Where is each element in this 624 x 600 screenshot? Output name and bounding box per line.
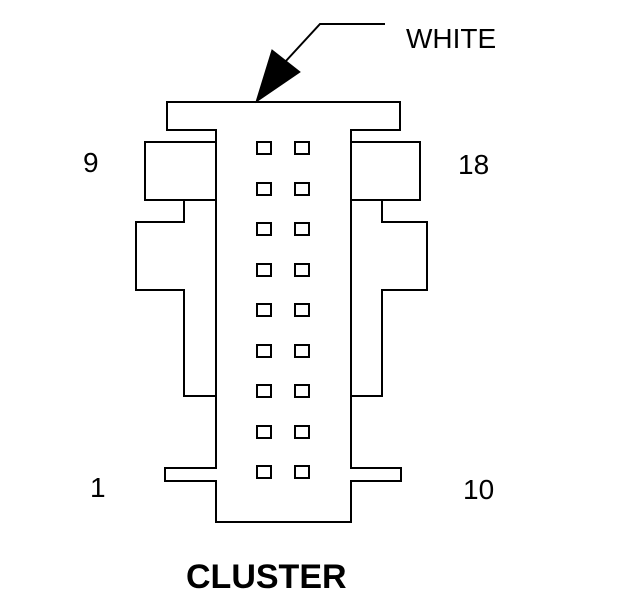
pin-cavity — [294, 222, 310, 236]
pin-cavity — [256, 141, 272, 155]
pin-cavity — [256, 384, 272, 398]
pin-cavity — [256, 182, 272, 196]
pin-cavity — [256, 425, 272, 439]
pin-label-18: 18 — [458, 149, 489, 180]
pin-cavity — [294, 465, 310, 479]
pin-cavity — [294, 141, 310, 155]
pin-label-1: 1 — [90, 472, 106, 503]
wire-color-label: WHITE — [406, 23, 496, 54]
pin-cavities — [256, 141, 310, 479]
pin-label-9: 9 — [83, 147, 99, 178]
pin-cavity — [294, 384, 310, 398]
pin-cavity — [294, 344, 310, 358]
pin-cavity — [294, 182, 310, 196]
arrowhead-icon — [255, 49, 301, 104]
pin-cavity — [256, 465, 272, 479]
pin-cavity — [256, 222, 272, 236]
pin-cavity — [256, 263, 272, 277]
pin-cavity — [256, 303, 272, 317]
pin-cavity — [294, 425, 310, 439]
pin-label-10: 10 — [463, 474, 494, 505]
leader-line — [284, 23, 385, 63]
pin-cavity — [294, 303, 310, 317]
pin-cavity — [256, 344, 272, 358]
pin-cavity — [294, 263, 310, 277]
connector-name: CLUSTER — [186, 558, 347, 596]
connector-body-outline — [135, 101, 428, 523]
